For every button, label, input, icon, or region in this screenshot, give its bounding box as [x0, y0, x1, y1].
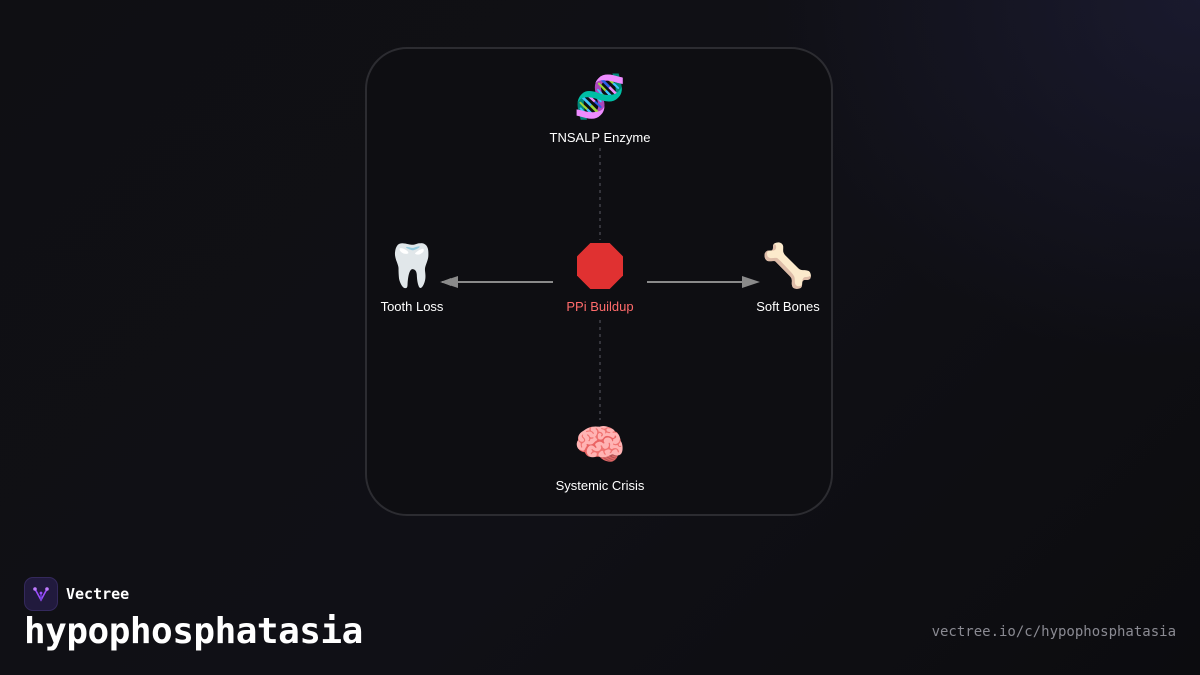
- stop-sign-icon: [510, 241, 690, 291]
- brand: Vectree: [24, 577, 129, 611]
- node-label: Tooth Loss: [380, 299, 444, 314]
- node-tnsalp-enzyme: 🧬 TNSALP Enzyme: [510, 72, 690, 145]
- node-ppi-buildup: PPi Buildup: [510, 241, 690, 314]
- tooth-icon: 🦷: [385, 242, 439, 289]
- brain-icon: 🧠: [573, 421, 627, 468]
- dna-icon: 🧬: [573, 73, 627, 120]
- node-tooth-loss: 🦷 Tooth Loss: [322, 241, 502, 314]
- vectree-logo-icon: [24, 577, 58, 611]
- node-label: PPi Buildup: [566, 299, 634, 314]
- node-label: Systemic Crisis: [555, 478, 645, 493]
- node-label: Soft Bones: [756, 299, 820, 314]
- node-label: TNSALP Enzyme: [549, 130, 651, 145]
- arrowhead-left: [440, 276, 458, 288]
- bone-icon: 🦴: [761, 242, 815, 289]
- node-soft-bones: 🦴 Soft Bones: [698, 241, 878, 314]
- arrowhead-right: [742, 276, 760, 288]
- node-systemic-crisis: 🧠 Systemic Crisis: [510, 420, 690, 493]
- page-url: vectree.io/c/hypophosphatasia: [931, 624, 1176, 640]
- brand-name: Vectree: [66, 585, 130, 603]
- page-title: hypophosphatasia: [24, 611, 363, 652]
